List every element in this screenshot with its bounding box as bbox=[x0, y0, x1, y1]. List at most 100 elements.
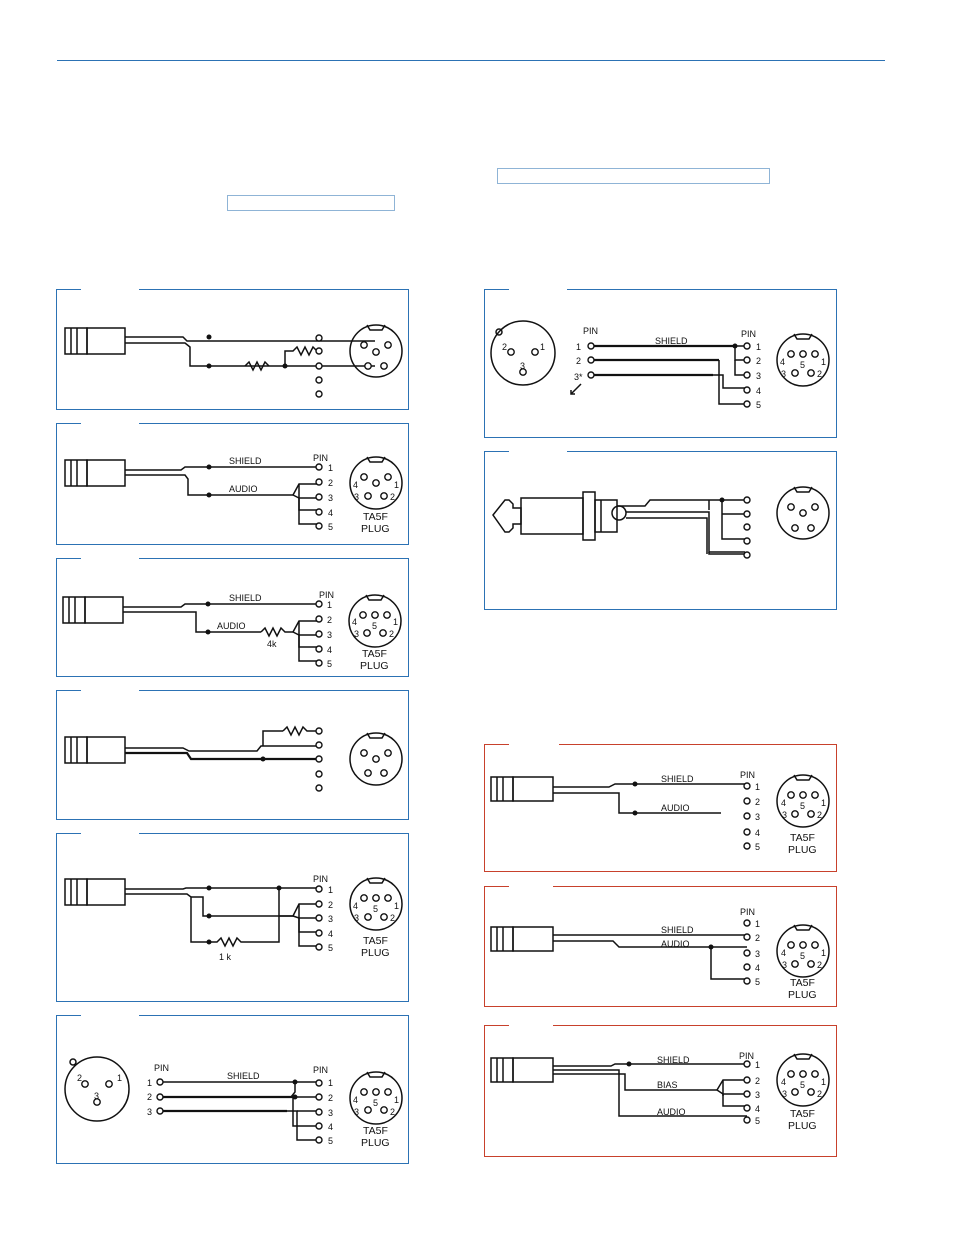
pin-header-right: PIN bbox=[741, 329, 756, 339]
svg-text:2: 2 bbox=[755, 933, 760, 943]
svg-text:4: 4 bbox=[352, 617, 357, 627]
svg-text:3: 3 bbox=[782, 810, 787, 820]
plug-name: TA5F bbox=[362, 648, 387, 660]
wiring-diagram-10: SHIELD AUDIO PIN 1 2 3 4 5 4 5 1 3 2 TA5… bbox=[490, 885, 830, 1001]
svg-text:2: 2 bbox=[327, 615, 332, 625]
plug-name: TA5F bbox=[363, 1125, 388, 1137]
wiring-diagram-panel-4 bbox=[56, 689, 409, 820]
svg-text:3: 3 bbox=[354, 492, 359, 502]
svg-text:4: 4 bbox=[781, 948, 786, 958]
plug-type: PLUG bbox=[361, 523, 390, 535]
svg-text:2: 2 bbox=[328, 1093, 333, 1103]
svg-text:4: 4 bbox=[755, 828, 760, 838]
wiring-diagram-panel-7: 2 1 3 PIN 1 2 3* SHIELD PIN 1 2 3 4 5 4 … bbox=[484, 288, 837, 438]
svg-text:4: 4 bbox=[327, 645, 332, 655]
svg-text:4: 4 bbox=[353, 480, 358, 490]
svg-text:3: 3 bbox=[782, 960, 787, 970]
svg-text:4: 4 bbox=[328, 508, 333, 518]
ta5f-connector-icon bbox=[776, 486, 830, 540]
svg-text:2: 2 bbox=[755, 797, 760, 807]
svg-text:2: 2 bbox=[328, 478, 333, 488]
ta5f-connector-icon: 4 5 1 3 2 bbox=[776, 1053, 830, 1107]
svg-text:4: 4 bbox=[755, 963, 760, 973]
svg-text:3: 3 bbox=[328, 493, 333, 503]
svg-text:3: 3 bbox=[327, 630, 332, 640]
svg-text:5: 5 bbox=[328, 943, 333, 953]
pin-header-left: PIN bbox=[583, 326, 598, 336]
svg-text:2: 2 bbox=[817, 810, 822, 820]
svg-text:3: 3 bbox=[755, 949, 760, 959]
svg-text:4: 4 bbox=[328, 929, 333, 939]
wiring-diagram-panel-10: SHIELD AUDIO PIN 1 2 3 4 5 4 5 1 3 2 TA5… bbox=[484, 885, 837, 1007]
svg-text:3: 3 bbox=[328, 914, 333, 924]
ta5f-connector-icon: 4 5 1 3 2 bbox=[349, 877, 403, 931]
ta5f-connector-icon: 4 5 1 3 2 bbox=[776, 774, 830, 828]
svg-text:1: 1 bbox=[821, 1077, 826, 1087]
phone-plug-icon bbox=[492, 491, 627, 541]
pin-header: PIN bbox=[313, 453, 328, 463]
xlr-connector-icon: 2 1 3 bbox=[64, 1056, 130, 1122]
svg-text:2: 2 bbox=[328, 900, 333, 910]
svg-text:1: 1 bbox=[394, 1095, 399, 1105]
svg-text:2: 2 bbox=[576, 356, 581, 366]
svg-text:5: 5 bbox=[373, 904, 378, 914]
audio-label: AUDIO bbox=[661, 803, 690, 813]
svg-text:3: 3 bbox=[147, 1107, 152, 1117]
svg-text:1: 1 bbox=[328, 1078, 333, 1088]
svg-text:3: 3 bbox=[781, 369, 786, 379]
svg-text:2: 2 bbox=[147, 1092, 152, 1102]
wiring-diagram-6: 2 1 3 PIN 1 2 3 SHIELD PIN 1 2 3 4 5 4 5… bbox=[64, 1014, 403, 1149]
wiring-diagram-panel-1 bbox=[56, 288, 409, 410]
svg-text:4: 4 bbox=[353, 1095, 358, 1105]
svg-text:3: 3 bbox=[755, 1090, 760, 1100]
wiring-diagram-panel-6: 2 1 3 PIN 1 2 3 SHIELD PIN 1 2 3 4 5 4 5… bbox=[56, 1014, 409, 1164]
svg-text:1: 1 bbox=[393, 617, 398, 627]
wiring-diagram-1 bbox=[64, 288, 403, 398]
pin-header: PIN bbox=[740, 770, 755, 780]
ta5f-connector-icon: 4 1 3 2 bbox=[349, 456, 403, 510]
svg-text:5: 5 bbox=[800, 360, 805, 370]
svg-text:4: 4 bbox=[328, 1122, 333, 1132]
svg-text:5: 5 bbox=[755, 842, 760, 852]
svg-text:3: 3 bbox=[354, 629, 359, 639]
svg-text:3: 3 bbox=[782, 1089, 787, 1099]
svg-text:5: 5 bbox=[328, 522, 333, 532]
svg-text:3: 3 bbox=[328, 1108, 333, 1118]
pin-header-right: PIN bbox=[313, 1065, 328, 1075]
svg-text:1: 1 bbox=[755, 1060, 760, 1070]
pin-3-star-label: 3* bbox=[574, 372, 583, 382]
wiring-diagram-11: SHIELD BIAS AUDIO PIN 1 2 3 4 5 4 5 1 3 … bbox=[490, 1024, 830, 1132]
audio-label: AUDIO bbox=[661, 939, 690, 949]
plug-name: TA5F bbox=[790, 977, 815, 989]
svg-text:2: 2 bbox=[390, 492, 395, 502]
svg-text:1: 1 bbox=[755, 782, 760, 792]
svg-text:2: 2 bbox=[817, 369, 822, 379]
ta5f-connector-icon bbox=[349, 732, 403, 786]
svg-text:2: 2 bbox=[817, 1089, 822, 1099]
plug-type: PLUG bbox=[361, 1137, 390, 1149]
audio-label: AUDIO bbox=[657, 1107, 686, 1117]
pin-header-left: PIN bbox=[154, 1063, 169, 1073]
pin-header: PIN bbox=[319, 590, 334, 600]
svg-text:3: 3 bbox=[354, 913, 359, 923]
plug-type: PLUG bbox=[788, 989, 817, 1001]
audio-label: AUDIO bbox=[229, 484, 258, 494]
svg-text:5: 5 bbox=[800, 951, 805, 961]
shield-label: SHIELD bbox=[661, 925, 694, 935]
wiring-diagram-3: SHIELD AUDIO 4k PIN 1 2 3 4 5 4 5 1 3 2 … bbox=[62, 557, 402, 672]
shield-label: SHIELD bbox=[661, 774, 694, 784]
svg-text:5: 5 bbox=[372, 621, 377, 631]
plug-type: PLUG bbox=[788, 844, 817, 856]
svg-text:4: 4 bbox=[780, 357, 785, 367]
svg-text:4: 4 bbox=[755, 1104, 760, 1114]
svg-text:1: 1 bbox=[576, 342, 581, 352]
ta5f-connector-icon bbox=[349, 324, 403, 378]
wiring-diagram-panel-9: SHIELD AUDIO PIN 1 2 3 4 5 4 5 1 3 2 TA5… bbox=[484, 743, 837, 872]
svg-text:3: 3 bbox=[354, 1107, 359, 1117]
svg-text:2: 2 bbox=[502, 342, 507, 352]
svg-text:5: 5 bbox=[800, 801, 805, 811]
plug-name: TA5F bbox=[790, 832, 815, 844]
wiring-diagram-panel-8 bbox=[484, 450, 837, 610]
resistor-label-1k: 1 k bbox=[219, 952, 232, 962]
svg-text:5: 5 bbox=[328, 1136, 333, 1146]
